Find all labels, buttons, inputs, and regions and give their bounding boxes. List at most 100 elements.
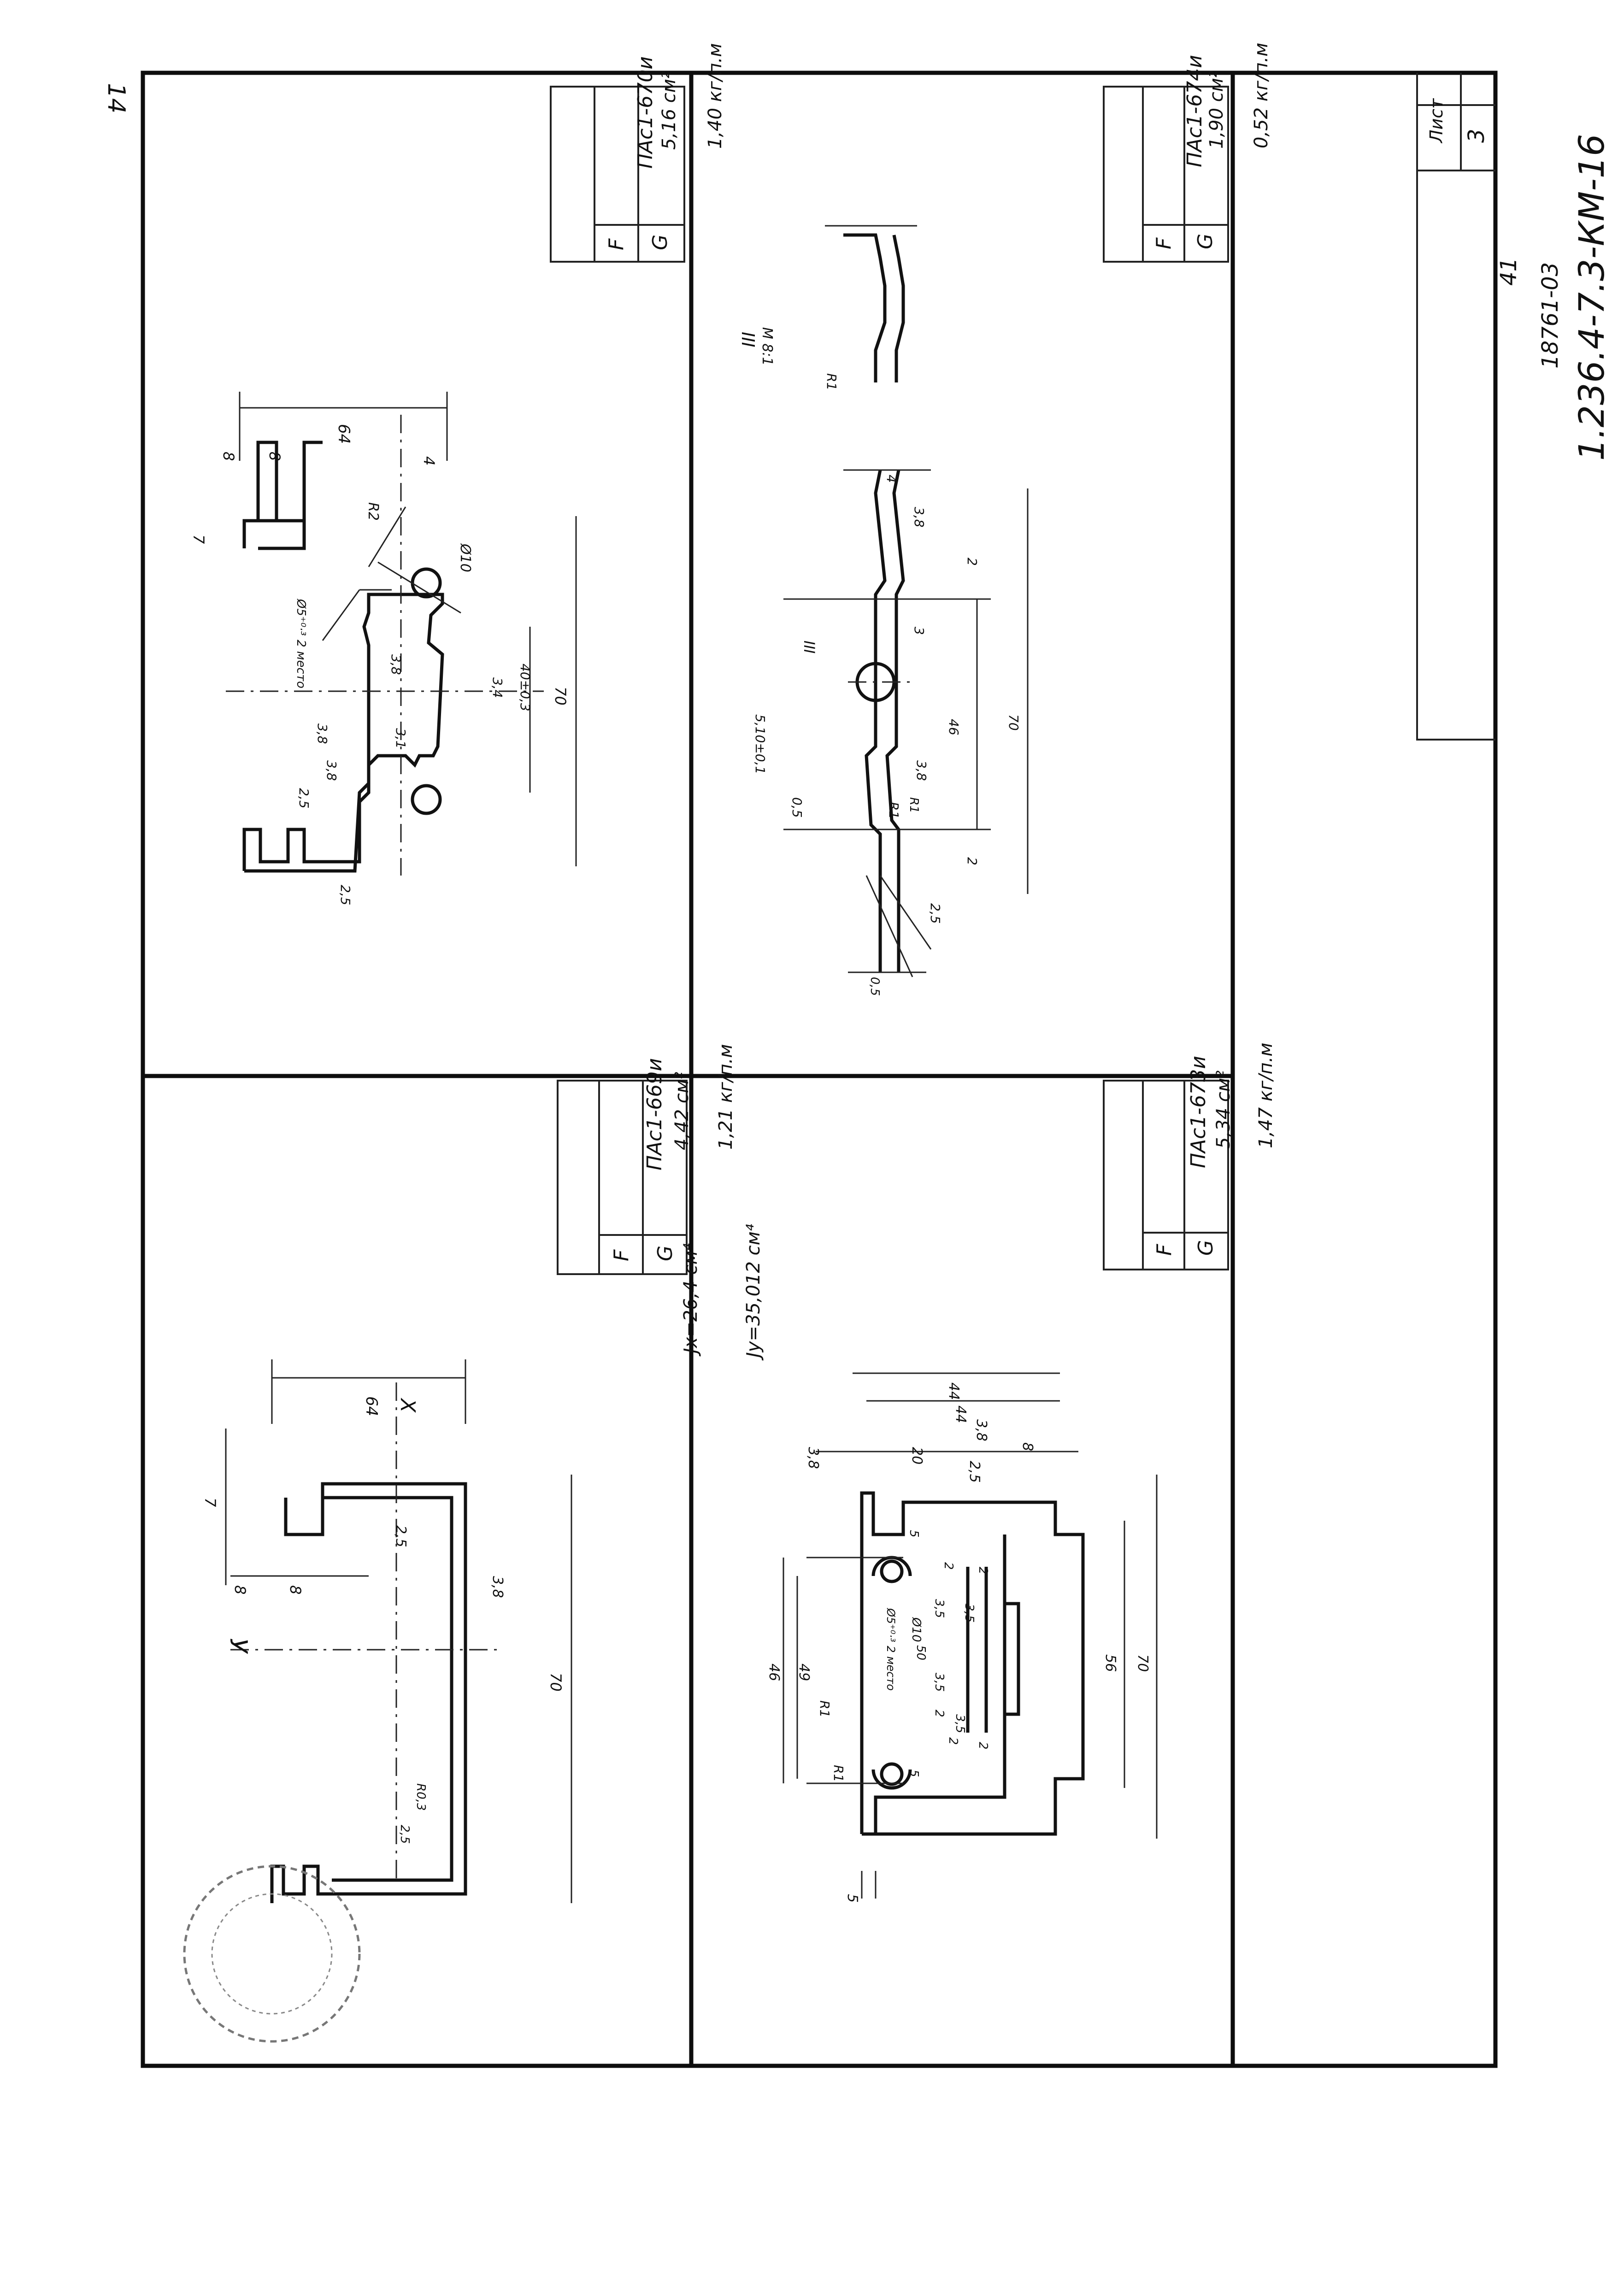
dim-label: R1	[831, 1765, 846, 1782]
archive-number: 18761-03	[1537, 262, 1563, 369]
dim-label: 2	[976, 1742, 990, 1750]
profile-name: ПАс1-669и	[643, 1058, 666, 1170]
dim-label: 3,8	[315, 723, 330, 744]
f-label: F	[1153, 1244, 1176, 1256]
profile-table-p670: ПАс1-670и F 5,16 см² G 1,40 кг/п.м	[550, 43, 726, 263]
dim-label: 3	[912, 627, 927, 635]
dim-label: 70	[552, 687, 569, 706]
dim-label: 2	[946, 1737, 960, 1745]
dim-label: 2	[976, 1567, 990, 1575]
dim-label: 5	[907, 1770, 921, 1777]
dim-label: 40±0,3	[518, 664, 533, 711]
profile-name: ПАс1-673и	[1187, 1056, 1210, 1168]
dim-label: 2	[941, 1562, 955, 1570]
axis-label-y: У	[224, 1638, 252, 1654]
profile-drawing-p673: 44 44 3,8 3,8 20 8 2,5 5 2 2 3,5 3,5 Ø10…	[766, 1372, 1158, 1903]
dim-label: 3,5	[932, 1599, 946, 1618]
dim-label: 5	[907, 1530, 921, 1538]
dim-label: 3,5	[932, 1673, 946, 1692]
profile-table-p669: ПАс1-669и F 4,42 см² G 1,21 кг/п.м Jх=26…	[557, 1044, 764, 1361]
dim-label: 3,8	[973, 1419, 989, 1441]
dim-label: 2	[965, 857, 980, 865]
dim-label: 2,5	[393, 1525, 409, 1547]
dim-label: 3,8	[324, 760, 339, 781]
dim-label: Ø10	[457, 543, 473, 572]
dim-label: 46	[946, 719, 961, 735]
stamp-seal	[183, 1865, 361, 2043]
profile-table-p673: ПАс1-673и F 5,34 см² G 1,47 кг/п.м	[1103, 1043, 1277, 1270]
doc-code: 1.236.4-7.3-КМ-16	[1571, 134, 1612, 461]
moment-jy: Jу=35,012 см⁴	[743, 1224, 764, 1361]
dim-label: 3,8	[805, 1447, 821, 1469]
f-value: 5,34 см²	[1213, 1070, 1234, 1149]
dim-label: 2,5	[296, 788, 312, 809]
profile-drawing-p674: 4 3,8 2 2 R1 3 III 5,10±0,1 46 70 3,8 0,…	[738, 225, 1029, 996]
detail-label: III	[738, 332, 758, 347]
title-block: Лист 3 1.236.4-7.3-КМ-16 18761-03 41	[1416, 73, 1612, 741]
dim-label: 3,8	[388, 654, 404, 675]
f-value: 5,16 см²	[659, 71, 680, 150]
dim-label: 70	[1135, 1654, 1151, 1672]
profile-name: ПАс1-674и	[1183, 55, 1206, 167]
profile-table-p674: ПАс1-674и F 1,90 см² G 0,52 кг/п.м	[1103, 43, 1272, 263]
dim-label: 70	[1006, 714, 1021, 731]
dim-label: 3,5	[953, 1714, 967, 1733]
sheet-number: 3	[1464, 129, 1489, 143]
dim-label: 8	[266, 452, 283, 461]
f-label: F	[605, 238, 628, 250]
axis-label-x: Х	[396, 1398, 419, 1413]
dim-label: Ø10	[909, 1617, 923, 1642]
profile-name: ПАс1-670и	[634, 56, 657, 169]
g-value: 1,47 кг/п.м	[1255, 1043, 1277, 1148]
f-label: F	[610, 1249, 633, 1261]
dim-label: 44	[953, 1405, 969, 1423]
dim-label: 0,5	[789, 797, 805, 818]
g-value: 1,21 кг/п.м	[715, 1044, 736, 1150]
f-value: 1,90 см²	[1206, 71, 1227, 149]
dim-label: 64	[362, 1396, 381, 1416]
outer-frame	[141, 71, 1498, 2068]
g-value: 0,52 кг/п.м	[1251, 43, 1272, 148]
dim-label: R1	[817, 1700, 832, 1717]
g-label: G	[648, 235, 672, 250]
f-value: 4,42 см²	[671, 1072, 693, 1150]
dim-label: 2,5	[338, 885, 353, 905]
dim-label: 20	[909, 1447, 925, 1464]
dim-label: R1	[824, 373, 839, 390]
g-label: G	[1194, 1240, 1218, 1256]
dim-label: 2	[932, 1710, 946, 1717]
dim-label: 3,5	[962, 1604, 976, 1623]
dim-label: 70	[547, 1673, 565, 1692]
g-label: G	[653, 1246, 677, 1261]
dim-label: 8	[220, 452, 237, 461]
dim-label: 49	[796, 1664, 812, 1681]
dim-label: 3,1	[393, 728, 408, 749]
dim-label: Ø5⁺⁰·³ 2 место	[294, 599, 308, 688]
dim-label: 56	[1102, 1654, 1118, 1672]
dim-label: 5	[844, 1894, 860, 1903]
dim-label: 7	[190, 535, 207, 544]
dim-label: 8	[1019, 1442, 1036, 1451]
detail-scale: М 8:1	[759, 327, 775, 366]
dim-label: 50	[914, 1645, 928, 1660]
dim-label: 64	[335, 424, 353, 444]
dim-label: R0,3	[414, 1783, 428, 1811]
archive-sheet: 41	[1496, 258, 1522, 286]
dim-label: III	[800, 641, 818, 653]
dim-label: 2,5	[398, 1825, 412, 1844]
dim-label: 4	[420, 456, 438, 465]
g-label: G	[1194, 234, 1217, 249]
dim-label: 3,8	[912, 507, 927, 528]
dim-label: 7	[201, 1498, 219, 1507]
f-label: F	[1152, 237, 1176, 249]
dim-label: 46	[766, 1664, 782, 1681]
dim-label: 8	[287, 1585, 304, 1594]
dim-label: 5,10±0,1	[753, 714, 768, 774]
dim-label: 8	[231, 1585, 249, 1594]
moment-jx: Jх=26,4 см⁴	[680, 1243, 701, 1357]
sheet-label: Лист	[1426, 98, 1447, 144]
dim-label: 44	[946, 1382, 962, 1400]
dim-label: 3,4	[490, 677, 505, 698]
